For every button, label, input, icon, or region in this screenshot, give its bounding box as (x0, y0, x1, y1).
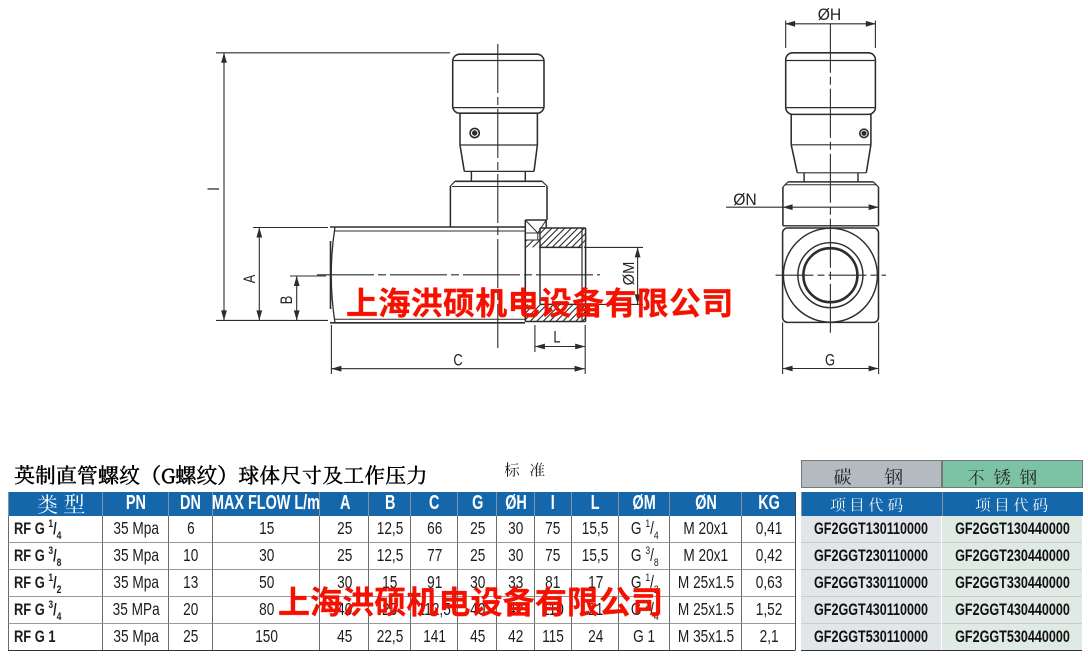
svg-text:A: A (242, 275, 260, 284)
svg-text:L: L (553, 329, 560, 347)
svg-text:ØM: ØM (621, 262, 638, 286)
svg-text:ØN: ØN (733, 191, 756, 209)
svg-text:C: C (453, 352, 463, 370)
svg-text:ØH: ØH (818, 6, 841, 24)
svg-text:G: G (825, 352, 835, 370)
svg-text:I: I (206, 187, 224, 191)
svg-text:B: B (279, 296, 297, 305)
